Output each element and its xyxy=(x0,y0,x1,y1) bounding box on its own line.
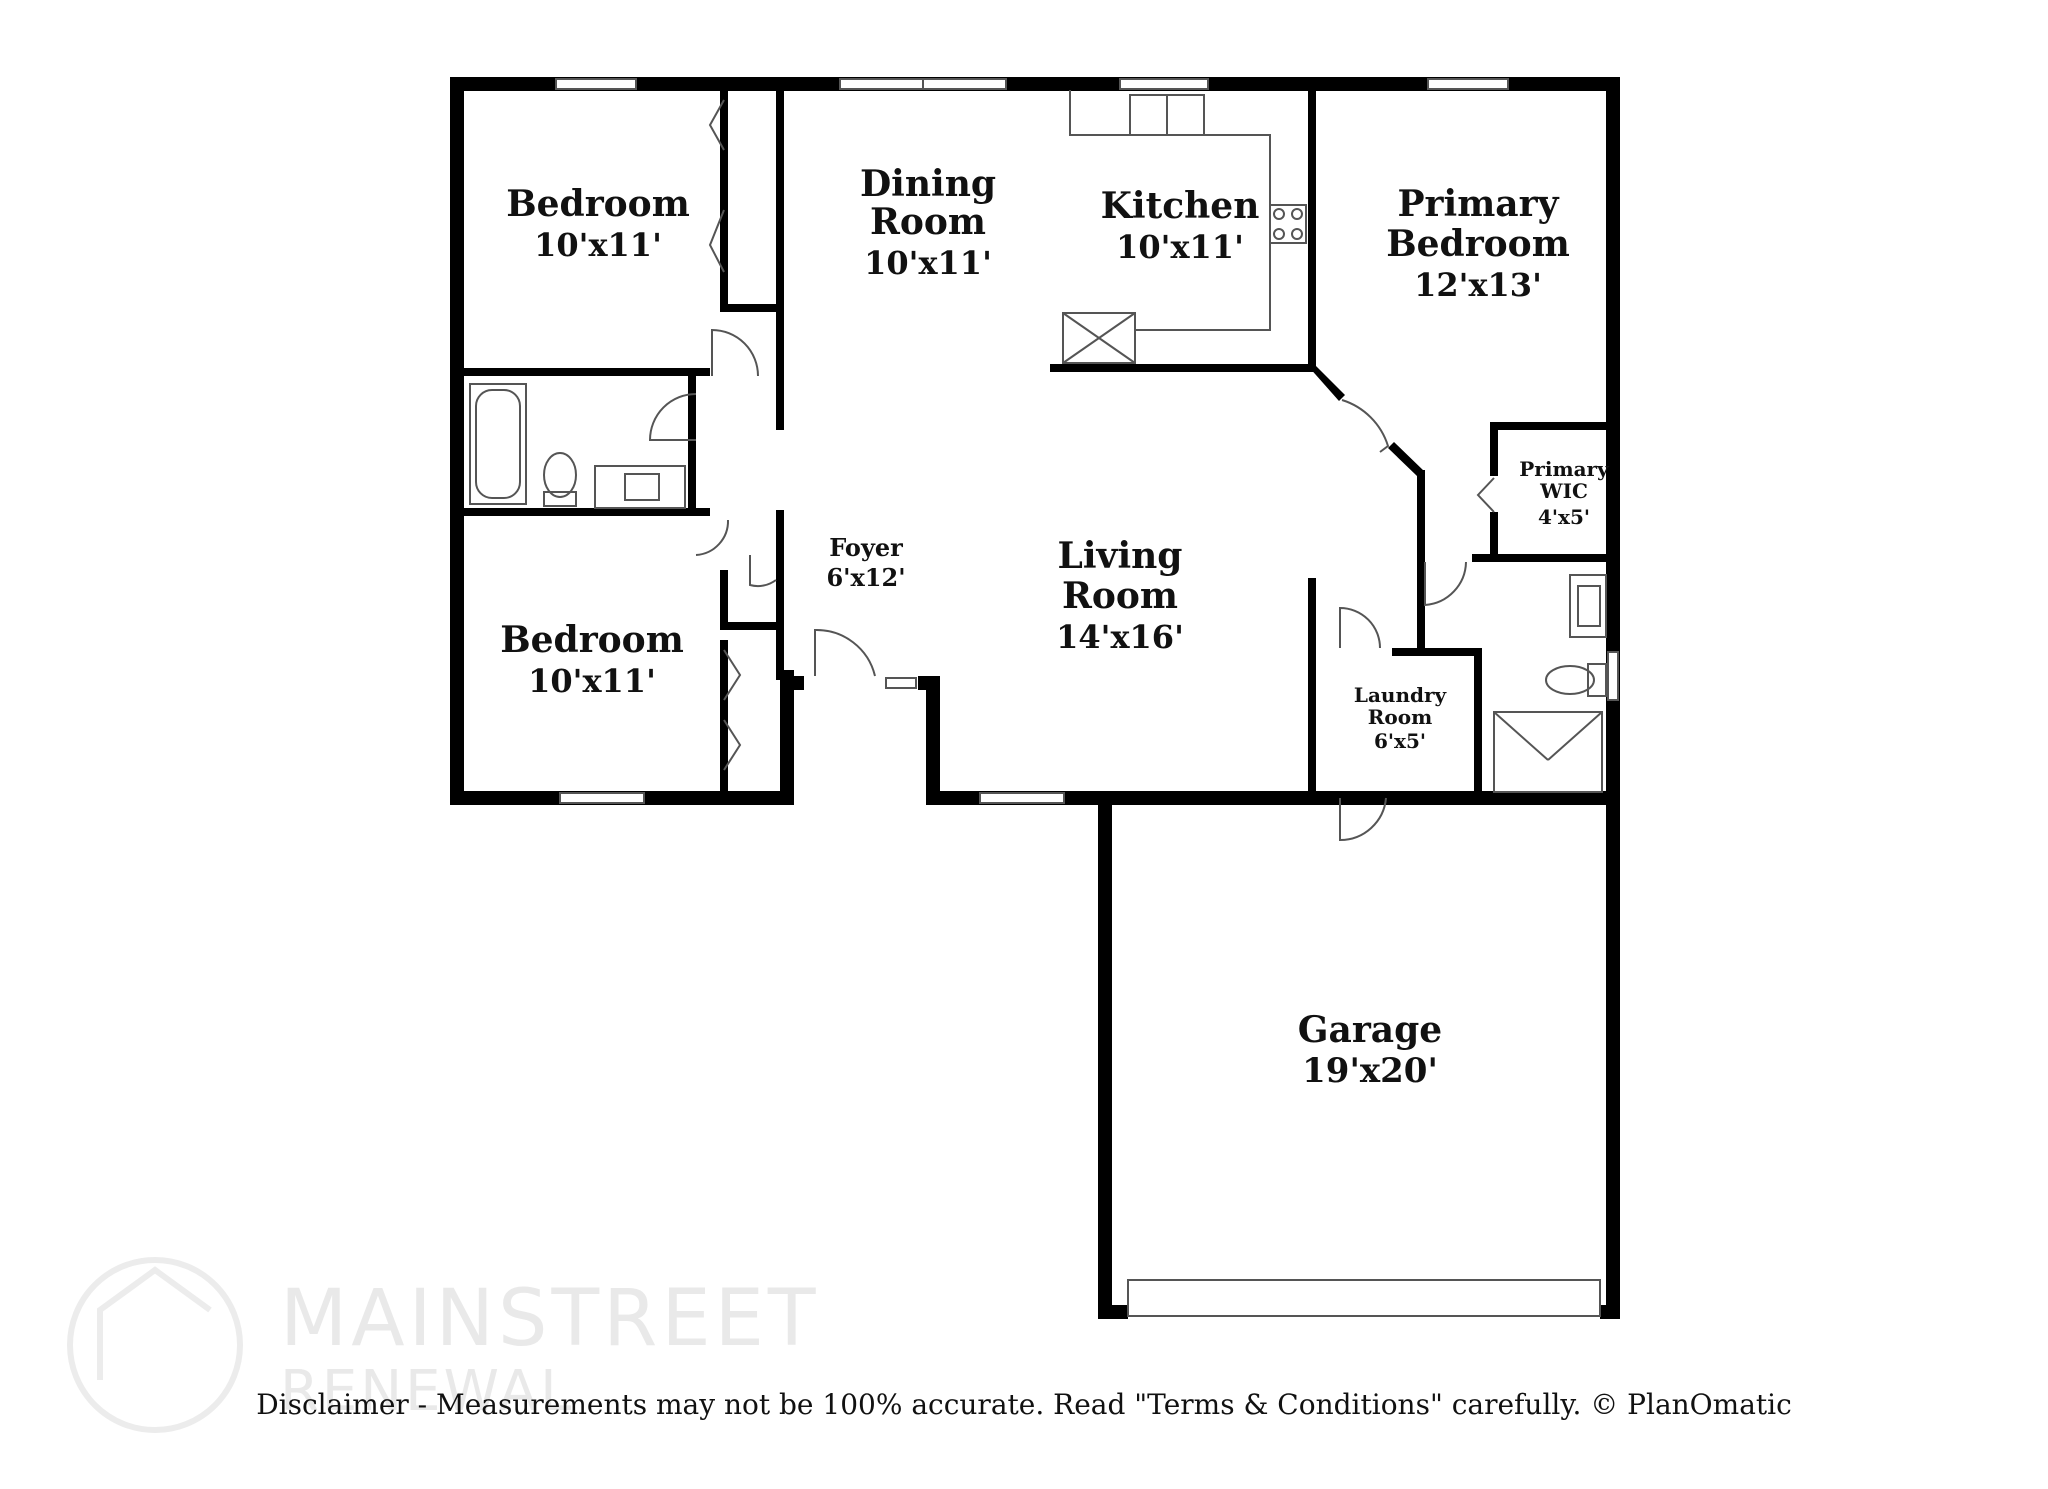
wall-bedroom-top-bottom xyxy=(450,368,710,376)
garage-door xyxy=(1127,1279,1601,1317)
wall-closet-top-right xyxy=(720,90,728,312)
wall-left xyxy=(450,77,464,805)
wall-hall-right-bottom xyxy=(776,510,784,680)
closet-door xyxy=(723,719,742,771)
laundry-name-line2: Room xyxy=(1368,705,1432,729)
wall-living-diagonal xyxy=(1388,442,1425,476)
door-swing xyxy=(749,555,777,588)
bedroom-top-dims: 10'x11' xyxy=(534,226,662,264)
bedroom-bottom-name: Bedroom xyxy=(500,619,684,661)
primary-bedroom-name-line1: Primary xyxy=(1397,183,1559,225)
living-dims: 14'x16' xyxy=(1056,618,1184,656)
wall-garage-bottom-right xyxy=(1600,1305,1620,1319)
watermark-line2: RENEWAL xyxy=(280,1359,574,1424)
closet-door xyxy=(1476,477,1495,513)
wall-garage-left xyxy=(1098,791,1112,1317)
window xyxy=(1119,78,1209,90)
window xyxy=(979,792,1065,804)
watermark-arrow-icon xyxy=(97,1266,212,1380)
wall-primary-diagonal xyxy=(1308,366,1345,401)
wall-top xyxy=(450,77,1620,91)
wall-wic-top xyxy=(1490,422,1614,430)
wall-hall-right-top xyxy=(776,90,784,430)
wall-primary-left xyxy=(1308,90,1316,372)
door-swing xyxy=(1341,399,1390,453)
wall-closet-bottom-top xyxy=(720,622,784,630)
doors xyxy=(648,99,1495,842)
window xyxy=(555,78,637,90)
closet-door xyxy=(723,649,742,701)
door-swing xyxy=(1339,797,1387,842)
fridge-icon xyxy=(1062,312,1136,364)
living-name-line2: Room xyxy=(1062,575,1178,617)
foyer-dims: 6'x12' xyxy=(826,563,905,592)
wall-wic-left xyxy=(1490,422,1498,476)
primary-bedroom-name-line2: Bedroom xyxy=(1386,223,1570,265)
closet-door xyxy=(708,99,725,151)
door-swing xyxy=(711,328,759,377)
wall-laundry-top xyxy=(1392,648,1482,656)
door-swing xyxy=(695,519,730,556)
watermark: MAINSTREET RENEWAL xyxy=(67,1257,820,1433)
wall-living-left xyxy=(926,676,940,805)
window xyxy=(1427,78,1509,90)
window xyxy=(559,792,645,804)
primary-bedroom-dims: 12'x13' xyxy=(1414,266,1542,304)
dining-dims: 10'x11' xyxy=(864,244,992,282)
dining-name-line2: Room xyxy=(870,201,986,243)
door-swing xyxy=(648,393,697,441)
window xyxy=(885,677,917,689)
laundry-name-line1: Laundry xyxy=(1354,683,1448,707)
closet-door xyxy=(708,209,725,273)
kitchen-dims: 10'x11' xyxy=(1116,228,1244,266)
wall-primary-bath-left xyxy=(1417,560,1425,580)
wall-garage-bottom-left xyxy=(1098,1305,1128,1319)
wall-foyer-bottom-left xyxy=(780,676,804,690)
stove-icon xyxy=(1269,204,1307,244)
primary-wic-dims: 4'x5' xyxy=(1538,505,1590,529)
laundry-dims: 6'x5' xyxy=(1374,729,1426,753)
living-name-line1: Living xyxy=(1058,535,1183,577)
wall-living-right xyxy=(1417,470,1425,648)
wall-bath-bottom xyxy=(450,508,710,516)
bedroom-bottom-dims: 10'x11' xyxy=(528,662,656,700)
dining-name-line1: Dining xyxy=(860,163,996,205)
windows xyxy=(555,78,1619,1317)
garage-name: Garage xyxy=(1298,1009,1442,1051)
wall-foyer-left xyxy=(780,670,794,805)
walls xyxy=(450,77,1620,1319)
door-swing xyxy=(1424,561,1467,607)
wall-kitchen-bottom xyxy=(1050,364,1316,372)
wall-bath-right xyxy=(688,376,696,516)
primary-wic-name-line2: WIC xyxy=(1539,479,1588,503)
watermark-logo-icon xyxy=(67,1257,243,1433)
watermark-line1: MAINSTREET xyxy=(280,1274,820,1364)
kitchen-counter xyxy=(1069,90,1271,364)
wall-laundry-right xyxy=(1474,648,1482,798)
garage-dims: 19'x20' xyxy=(1302,1051,1438,1091)
toilet-icon xyxy=(1545,665,1595,695)
room-labels: Bedroom 10'x11' Dining Room 10'x11' Kitc… xyxy=(500,163,1610,1091)
wall-wic-left-lower xyxy=(1490,512,1498,562)
door-swing xyxy=(1339,606,1381,649)
bedroom-top-name: Bedroom xyxy=(506,183,690,225)
toilet-icon xyxy=(543,452,577,498)
entry-door xyxy=(814,628,876,677)
wall-wic-bottom xyxy=(1472,554,1614,562)
wall-closet-top-bottom xyxy=(720,304,780,312)
wall-laundry-left xyxy=(1308,578,1316,798)
vanity-sink-icon xyxy=(594,465,686,509)
kitchen-name: Kitchen xyxy=(1101,185,1260,227)
shower-icon xyxy=(1493,711,1603,793)
vanity-sink-icon xyxy=(1569,574,1607,638)
window xyxy=(1607,651,1619,701)
bathtub-icon xyxy=(469,383,527,505)
disclaimer-text: Disclaimer - Measurements may not be 100… xyxy=(256,1388,1792,1421)
fixtures xyxy=(469,90,1607,793)
foyer-name: Foyer xyxy=(829,533,903,562)
primary-wic-name-line1: Primary xyxy=(1519,457,1610,481)
wall-closet-bottom-left xyxy=(720,570,728,630)
